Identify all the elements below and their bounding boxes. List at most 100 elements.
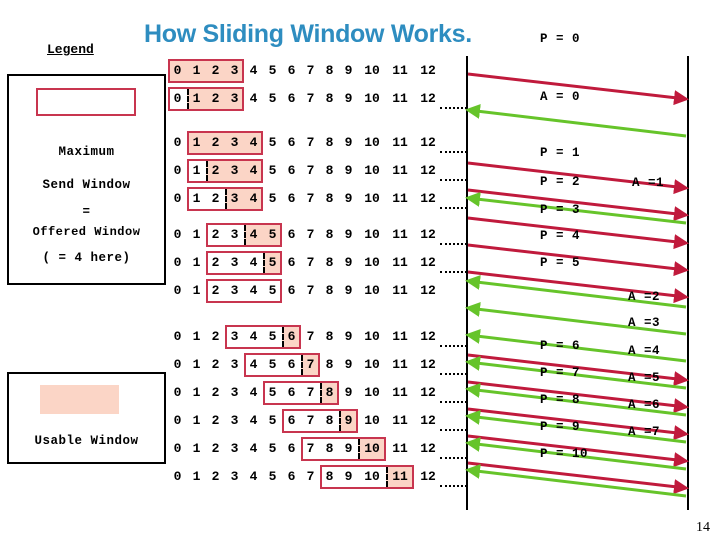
usable-window-fill [339, 410, 358, 432]
sequence-number: 11 [392, 227, 408, 242]
sequence-number: 6 [287, 469, 296, 484]
sequence-number: 12 [420, 283, 436, 298]
sequence-number: 8 [325, 469, 334, 484]
legend-line: Send Window [42, 178, 131, 192]
sent-usable-divider [282, 327, 284, 347]
usable-window-fill [244, 224, 282, 246]
sequence-number: 11 [392, 283, 408, 298]
sequence-number: 9 [344, 163, 353, 178]
sequence-number: 11 [392, 469, 408, 484]
sequence-number: 9 [344, 63, 353, 78]
page-number: 14 [696, 520, 710, 535]
sequence-number: 6 [287, 413, 296, 428]
sequence-number: 7 [306, 329, 315, 344]
leader-line [440, 483, 467, 487]
sequence-number: 5 [268, 329, 277, 344]
send-window-box [301, 437, 386, 461]
sequence-number: 4 [249, 283, 258, 298]
ack-arrow [465, 382, 687, 417]
sequence-number: 9 [344, 469, 353, 484]
sequence-number: 2 [211, 135, 220, 150]
sequence-number: 0 [173, 329, 182, 344]
sequence-number: 11 [392, 385, 408, 400]
sequence-number: 11 [392, 135, 408, 150]
packet-arrow [467, 380, 689, 414]
sequence-number: 6 [287, 357, 296, 372]
sequence-number: 1 [192, 135, 201, 150]
sequence-number: 2 [211, 191, 220, 206]
sequence-number: 3 [230, 135, 239, 150]
packet-label: P = 4 [540, 229, 581, 243]
usable-window-fill [358, 438, 386, 460]
sequence-number: 4 [249, 255, 258, 270]
sequence-number: 10 [364, 283, 380, 298]
send-window-box [187, 131, 263, 155]
sequence-number: 4 [249, 469, 258, 484]
legend-line: Offered Window [32, 225, 141, 239]
sequence-number: 5 [268, 163, 277, 178]
sequence-number: 6 [287, 63, 296, 78]
sequence-number: 6 [287, 283, 296, 298]
packet-label: P = 10 [540, 447, 589, 461]
legend-usable-window-label: Usable Window [34, 434, 139, 448]
sequence-number: 9 [344, 135, 353, 150]
usable-window-fill [301, 354, 320, 376]
send-window-box [263, 381, 339, 405]
sequence-number: 4 [249, 91, 258, 106]
sequence-number: 2 [211, 91, 220, 106]
sequence-number: 9 [344, 385, 353, 400]
sequence-number: 5 [268, 135, 277, 150]
leader-line [440, 371, 467, 375]
sequence-number: 9 [344, 91, 353, 106]
usable-window-fill [168, 60, 244, 82]
leader-line [440, 455, 467, 459]
sequence-number: 7 [306, 191, 315, 206]
send-window-box [282, 409, 358, 433]
ack-label: A =6 [628, 398, 661, 412]
ack-arrow [465, 301, 687, 336]
ack-arrow [465, 328, 687, 363]
sequence-number: 2 [211, 385, 220, 400]
sequence-number: 11 [392, 357, 408, 372]
legend-line: = [82, 205, 91, 219]
sent-usable-divider [206, 161, 208, 181]
sequence-number: 10 [364, 441, 380, 456]
sequence-number: 9 [344, 413, 353, 428]
legend-swatch-usable-window [40, 385, 119, 414]
sequence-number: 2 [211, 163, 220, 178]
sequence-number: 2 [211, 441, 220, 456]
sequence-number: 0 [173, 469, 182, 484]
packet-arrow [467, 243, 689, 277]
sequence-number: 8 [325, 255, 334, 270]
send-window-box [244, 353, 320, 377]
leader-line [440, 105, 467, 109]
ack-arrow [465, 436, 687, 471]
sequence-number: 0 [173, 91, 182, 106]
ack-label: A =1 [632, 176, 665, 190]
send-window-box [187, 159, 263, 183]
sequence-number: 8 [325, 135, 334, 150]
sequence-number: 8 [325, 413, 334, 428]
packet-arrow [467, 72, 689, 106]
packet-arrow [467, 188, 689, 222]
send-window-box [206, 251, 282, 275]
sequence-number: 8 [325, 63, 334, 78]
sequence-number: 4 [249, 191, 258, 206]
packet-label: P = 9 [540, 420, 581, 434]
sequence-number: 11 [392, 91, 408, 106]
sequence-number: 0 [173, 385, 182, 400]
sequence-number: 7 [306, 91, 315, 106]
sequence-number: 12 [420, 135, 436, 150]
sequence-number: 11 [392, 329, 408, 344]
sequence-number: 9 [344, 441, 353, 456]
ack-arrow [465, 355, 687, 390]
leader-line [440, 269, 467, 273]
packet-label: P = 1 [540, 146, 581, 160]
sequence-number: 4 [249, 135, 258, 150]
sequence-number: 2 [211, 227, 220, 242]
sequence-number: 6 [287, 441, 296, 456]
sequence-number: 4 [249, 227, 258, 242]
ack-arrow [465, 463, 687, 498]
